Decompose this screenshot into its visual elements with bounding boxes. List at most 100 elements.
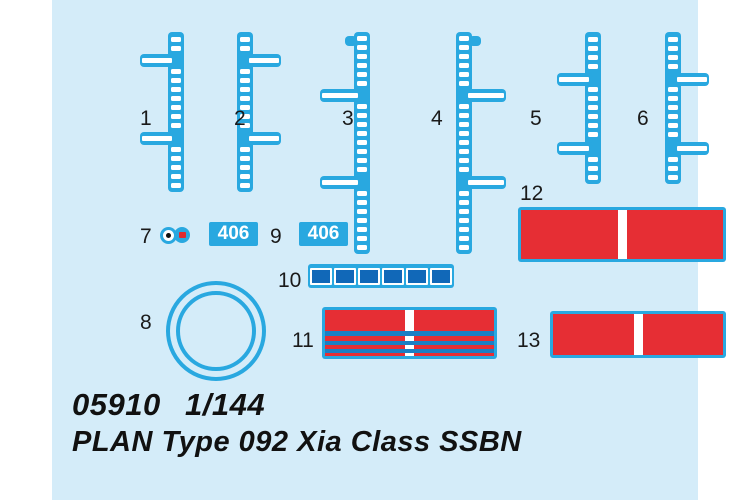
window-decal [430,267,452,285]
ladder-rung [240,87,250,92]
ladder-rung [171,156,181,161]
ladder-rung [171,123,181,128]
part-label-1: 1 [140,107,152,130]
flag-blue-band [325,331,494,336]
ladder-rung [459,227,469,232]
ladder-arm-inner [677,146,707,151]
ladder-rung [459,113,469,118]
ladder-rung [357,218,367,223]
ladder-rung [240,96,250,101]
ladder-rung [459,104,469,109]
ladder-rung [357,209,367,214]
ladder-rung [240,174,250,179]
ladder-rung [588,157,598,162]
ladder-rung [357,122,367,127]
ladder-rung [668,64,678,69]
ladder-rung [171,147,181,152]
ladder-rung [171,46,181,51]
ladder-rung [240,78,250,83]
part-label-10: 10 [278,269,302,292]
ladder-rung [240,105,250,110]
ladder-rung [668,166,678,171]
part-label-4: 4 [431,107,443,130]
ladder-rung [459,158,469,163]
flag-blue-band [325,341,494,345]
ladder-rung [357,158,367,163]
ladder-rung [171,96,181,101]
part-4-ladder [456,32,506,254]
part-10-window-strip [308,264,454,288]
ladder-rung [459,122,469,127]
ladder-rung [459,149,469,154]
sheet-panel: 1 2 3 4 5 6 7 406 9 406 8 10 [52,0,726,500]
ladder-rung [459,45,469,50]
ladder-rung [171,105,181,110]
ladder-arm-inner [142,58,172,63]
ladder-rung [357,81,367,86]
part-label-11: 11 [292,329,314,352]
part-label-9: 9 [270,225,282,248]
ladder-rung [668,175,678,180]
kit-number: 05910 [72,387,161,422]
ladder-rung [357,113,367,118]
part-12-flag-face [521,210,723,259]
ladder-arm-inner [249,58,279,63]
ladder-rung [240,183,250,188]
ladder-arm-inner [468,180,504,185]
flag-white-stripe [617,210,627,259]
ladder-rung [668,37,678,42]
ladder-rung [668,105,678,110]
ladder-rung [668,46,678,51]
part-13-flag-face [553,314,723,355]
ladder-rung [459,140,469,145]
ladder-rung [588,96,598,101]
ladder-rung [588,123,598,128]
part-7-decal-pair [160,226,194,244]
ladder-rung [171,174,181,179]
ladder-arm-inner [142,136,172,141]
ladder-rung [171,114,181,119]
window-decal [382,267,404,285]
ladder-rung [459,167,469,172]
ladder-rung [240,114,250,119]
flag-red-right [626,210,723,259]
ladder-rung [357,104,367,109]
part-2-ladder [237,32,283,192]
flag-red-right [642,314,723,355]
part-label-13: 13 [517,329,541,352]
part-label-12: 12 [520,182,544,205]
part-12-flag-decal [518,207,726,262]
window-decal [358,267,380,285]
part-label-8: 8 [140,311,152,334]
ladder-rung [668,55,678,60]
part-label-6: 6 [637,107,649,130]
ladder-rung [240,156,250,161]
ladder-rung [588,87,598,92]
ladder-arm-inner [468,93,504,98]
ladder-rung [588,46,598,51]
ladder-rung [240,147,250,152]
ladder-rung [357,54,367,59]
ladder-rung [171,37,181,42]
part-8-outer-ring [166,281,266,381]
ladder-rung [459,36,469,41]
ladder-rung [357,245,367,250]
ladder-rung [240,69,250,74]
model-name: PLAN Type 092 Xia Class SSBN [72,426,522,458]
ladder-rung [240,123,250,128]
part-1-ladder [140,32,186,192]
window-decal [310,267,332,285]
ladder-rung [240,165,250,170]
ladder-rung [459,54,469,59]
circle-decal-left-dot [166,233,171,238]
ladder-rung [459,218,469,223]
hull-number-decal-right: 406 [299,222,348,246]
ladder-rung [588,132,598,137]
ladder-rung [357,131,367,136]
ladder-nub [345,36,357,46]
ladder-rung [357,167,367,172]
ladder-rung [668,87,678,92]
ladder-rung [459,63,469,68]
ladder-rung [459,236,469,241]
